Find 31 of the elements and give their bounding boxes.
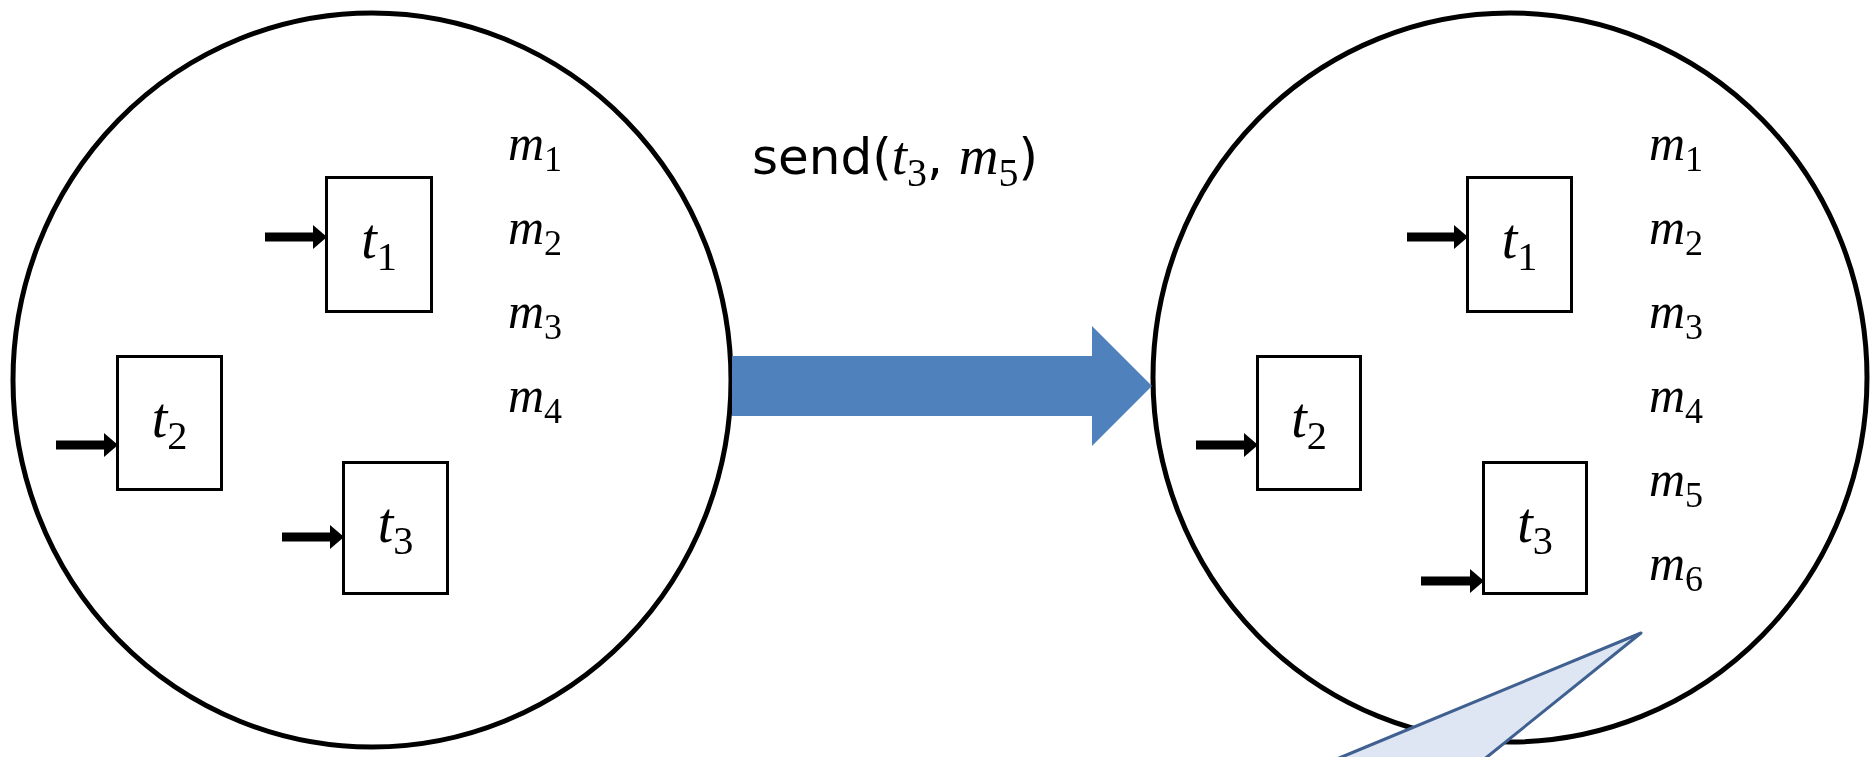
message-label: m$_{4}$ [508, 370, 563, 429]
task-box [342, 461, 449, 595]
arrow [1421, 569, 1484, 593]
task-label: t$_{1}$ [1501, 211, 1538, 278]
state-circle [1150, 10, 1870, 745]
task-box [1482, 461, 1588, 595]
task-box [116, 355, 223, 491]
task-label: t$_{2}$ [1291, 389, 1327, 457]
message-label: m$_{2}$ [1649, 202, 1704, 261]
arrow [732, 326, 1152, 446]
message-label: m$_{1}$ [508, 118, 563, 177]
message-label: m$_{5}$ [1649, 454, 1704, 513]
arrow [1196, 433, 1258, 457]
message-label: m$_{6}$ [1649, 538, 1704, 597]
state-circle [10, 10, 734, 750]
task-box [325, 176, 433, 313]
task-label: t$_{1}$ [361, 211, 397, 278]
arrow [56, 433, 118, 457]
arrow [265, 225, 327, 249]
arrow [282, 525, 344, 549]
task-box [1256, 355, 1362, 491]
arrow [1407, 225, 1468, 249]
task-box [1466, 176, 1573, 313]
message-label: m$_{3}$ [1649, 286, 1704, 345]
task-label: t$_{3}$ [1517, 494, 1553, 562]
message-label: m$_{1}$ [1649, 118, 1704, 177]
message-label: m$_{2}$ [508, 202, 563, 261]
task-label: t$_{3}$ [377, 494, 414, 562]
message-label: m$_{4}$ [1649, 370, 1704, 429]
task-label: t$_{2}$ [151, 389, 188, 457]
message-label: m$_{3}$ [508, 286, 563, 345]
